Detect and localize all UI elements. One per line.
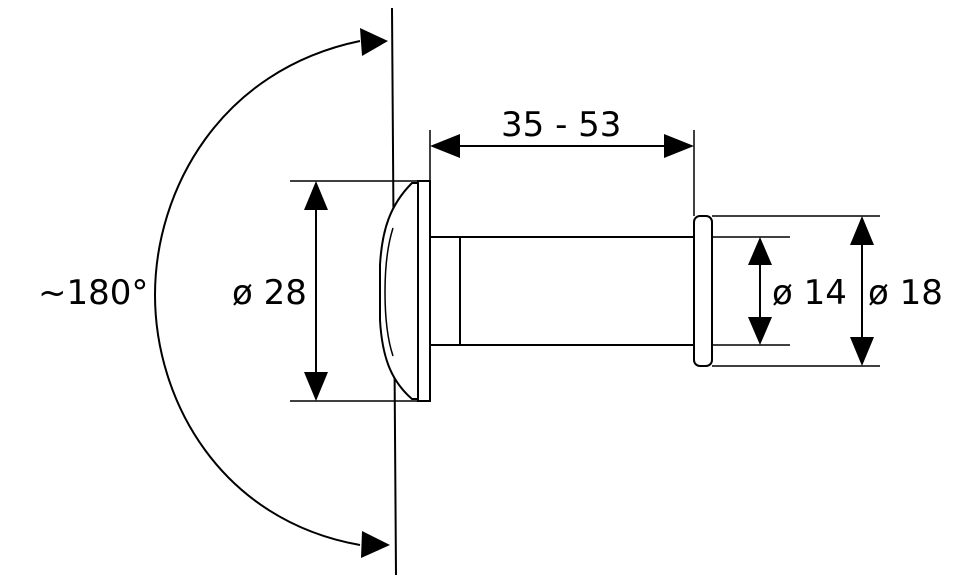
viewer-end-cap	[693, 215, 713, 367]
view-angle-arc	[153, 40, 361, 546]
viewer-barrel	[459, 236, 697, 346]
viewer-flange-plate	[417, 180, 431, 402]
outer-diameter-label: ø 18	[868, 273, 943, 313]
length-dim-arrow-left	[430, 134, 460, 158]
inner-diameter-label: ø 14	[772, 273, 847, 313]
viewer-barrel-collar	[429, 236, 461, 346]
inner-dim-arrow-top	[748, 237, 772, 265]
view-angle-arrow-top	[360, 28, 388, 56]
outer-dim-arrow-bottom	[850, 337, 874, 366]
inner-dim-arrow-bottom	[748, 317, 772, 345]
flange-dim-arrow-top	[304, 181, 328, 210]
viewer-lens-inner	[384, 227, 394, 357]
view-angle-label: ~180°	[38, 273, 148, 313]
length-range-label: 35 - 53	[501, 105, 621, 145]
outer-dim-arrow-top	[850, 216, 874, 245]
view-angle-arrow-bottom	[361, 531, 390, 558]
length-dim-arrow-right	[664, 134, 694, 158]
flange-dim-arrow-bottom	[304, 372, 328, 401]
flange-diameter-label: ø 28	[232, 273, 307, 313]
